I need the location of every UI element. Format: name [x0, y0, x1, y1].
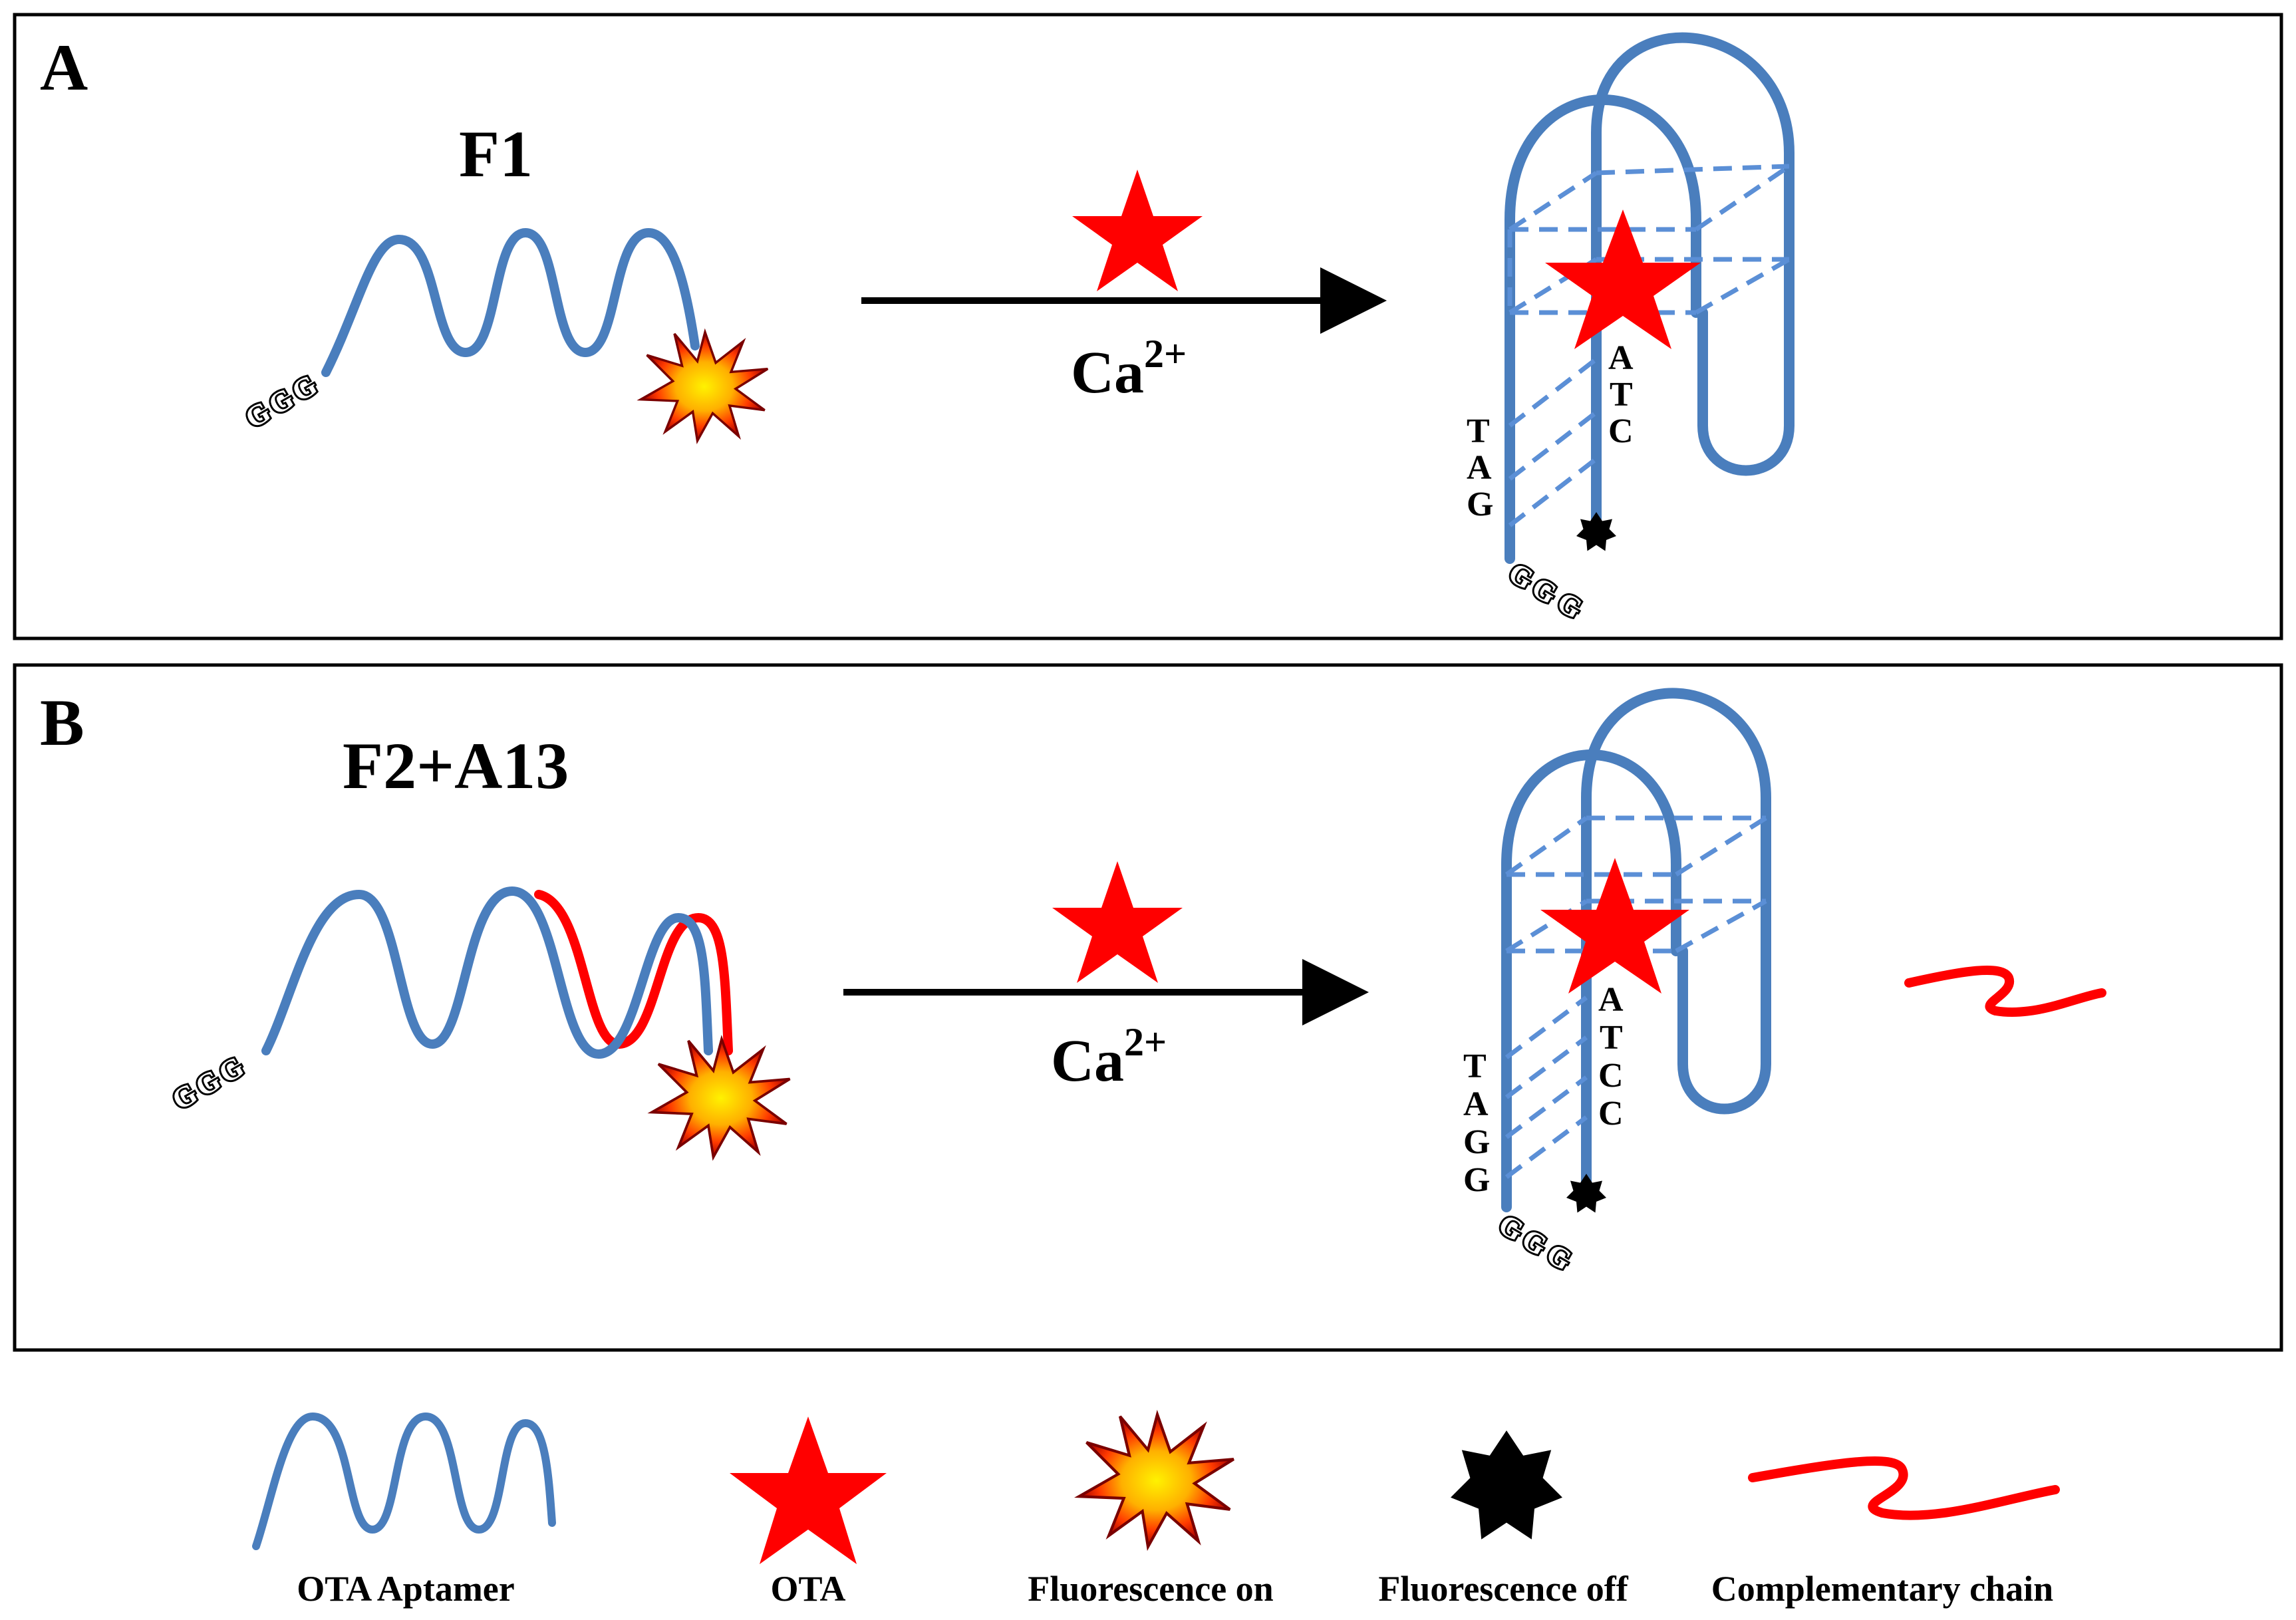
svg-text:C: C — [1598, 1095, 1624, 1133]
released-complementary-chain-b — [1904, 965, 2106, 1017]
svg-text:T: T — [1467, 412, 1490, 450]
panel-b-label: B — [40, 686, 84, 759]
svg-text:G: G — [1463, 1161, 1490, 1199]
bases-right-a: A T C — [1608, 339, 1634, 450]
fluorescence-off-star-a — [1576, 512, 1616, 551]
legend-label-fluorescence-off: Fluorescence off — [1378, 1569, 1628, 1609]
panel-b-title: F2+A13 — [343, 729, 569, 803]
legend: OTA Aptamer OTA Fluorescence on Fluoresc… — [252, 1412, 2060, 1609]
legend-label-fluorescence-on: Fluorescence on — [1028, 1569, 1273, 1609]
svg-text:C: C — [1608, 412, 1634, 450]
aptamer-strand-b — [261, 886, 713, 1059]
legend-label-ota: OTA — [770, 1569, 845, 1609]
calcium-label-b: Ca2+ — [1051, 1020, 1167, 1094]
ota-star-icon — [730, 1417, 887, 1564]
bases-left-b: T A G G — [1463, 1047, 1490, 1199]
dashed-bonds-b — [1505, 815, 1767, 1179]
svg-text:G: G — [1467, 485, 1493, 523]
complementary-strand-b — [534, 890, 733, 1055]
panel-a-title: F1 — [459, 117, 533, 191]
complementary-chain-icon — [1748, 1456, 2060, 1520]
legend-label-ota-aptamer: OTA Aptamer — [297, 1569, 514, 1609]
ota-star-bound-a — [1545, 209, 1701, 349]
svg-text:A: A — [1608, 339, 1634, 377]
bases-left-a: T A G — [1467, 412, 1493, 523]
fluorescence-on-burst-b — [650, 1037, 791, 1158]
ota-star-b — [1052, 861, 1183, 983]
svg-text:A: A — [1598, 981, 1624, 1019]
fluorescence-off-star-b — [1566, 1174, 1606, 1213]
svg-text:T: T — [1600, 1019, 1623, 1057]
panel-a: A F1 G G G Ca2+ — [13, 13, 2283, 640]
calcium-label-a: Ca2+ — [1071, 332, 1187, 406]
dashed-bonds-a — [1507, 164, 1791, 527]
legend-label-complementary-chain: Complementary chain — [1711, 1569, 2053, 1609]
fluorescence-on-burst-a — [639, 331, 770, 442]
svg-text:T: T — [1610, 376, 1633, 414]
ota-star-a — [1072, 170, 1203, 291]
ota-star-bound-b — [1540, 858, 1689, 994]
g-quadruplex-b — [1501, 688, 1771, 1212]
fluorescence-on-icon — [1079, 1415, 1233, 1547]
panel-b: B F2+A13 G G G Ca2+ — [13, 663, 2283, 1352]
ggg-group-a-right: G G G — [1501, 554, 1590, 627]
bases-right-b: A T C C — [1598, 981, 1624, 1133]
panel-b-border — [13, 663, 2283, 1352]
fluorescence-off-icon — [1451, 1430, 1562, 1540]
aptamer-strand-a — [321, 227, 700, 377]
ggg-group-b-left: G G G — [165, 1048, 251, 1119]
ggg-group-a-left: G G G — [238, 366, 325, 437]
svg-text:T: T — [1463, 1047, 1487, 1085]
ota-aptamer-icon — [252, 1412, 556, 1550]
panel-a-label: A — [40, 31, 88, 104]
svg-text:A: A — [1467, 449, 1492, 487]
svg-text:C: C — [1598, 1057, 1624, 1095]
svg-text:A: A — [1463, 1085, 1489, 1123]
svg-text:G: G — [1463, 1123, 1490, 1161]
ggg-group-b-right: G G G — [1491, 1206, 1579, 1279]
panel-a-border — [13, 13, 2283, 640]
